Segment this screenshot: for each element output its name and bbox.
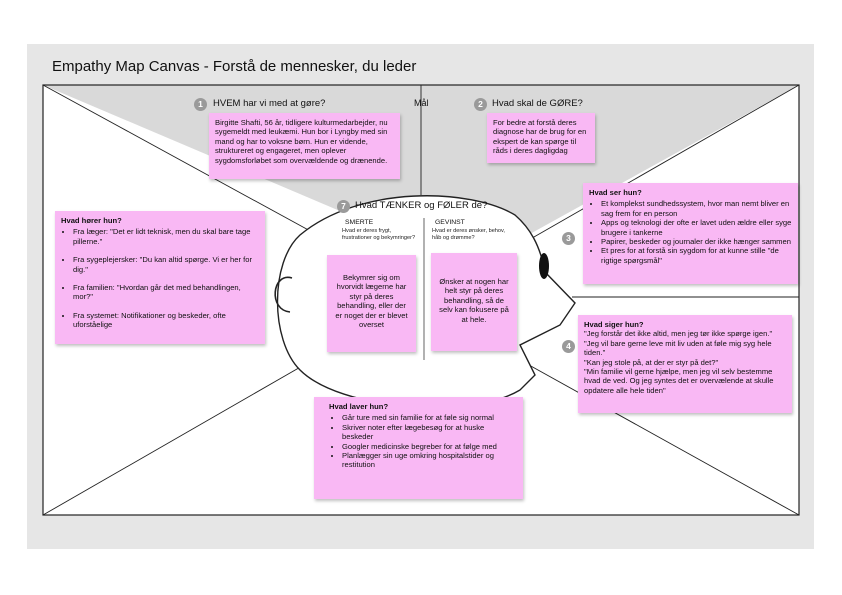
ear-shape <box>274 276 293 313</box>
see-note[interactable]: Hvad ser hun? Et komplekst sundhedssyste… <box>583 183 798 284</box>
list-item: Fra læger: "Det er lidt teknisk, men du … <box>73 227 259 246</box>
who-note-text: Birgitte Shafti, 56 år, tidligere kultur… <box>215 118 388 165</box>
diagonal-top-left <box>42 84 346 251</box>
gain-title: GEVINST <box>435 219 465 226</box>
hear-note[interactable]: Hvad hører hun? Fra læger: "Det er lidt … <box>55 211 265 344</box>
who-note[interactable]: Birgitte Shafti, 56 år, tidligere kultur… <box>209 113 400 179</box>
hear-list: Fra læger: "Det er lidt teknisk, men du … <box>61 227 259 329</box>
list-item: Apps og teknologi der ofte er lavet uden… <box>601 218 792 237</box>
does-heading: Hvad laver hun? <box>329 402 389 411</box>
section-number-badge: 7 <box>337 200 350 213</box>
hear-heading: Hvad hører hun? <box>61 216 122 225</box>
pain-title: SMERTE <box>345 219 374 226</box>
gain-note-text: Ønsker at nogen har helt styr på deres b… <box>439 277 509 324</box>
say-note[interactable]: Hvad siger hun? "Jeg forstår det ikke al… <box>578 315 792 413</box>
pain-note-text: Bekymrer sig om hvorvidt lægerne har sty… <box>335 273 408 330</box>
list-item: Et komplekst sundhedssystem, hvor man ne… <box>601 199 792 218</box>
goal-label: Mål <box>414 98 429 108</box>
who-heading: HVEM har vi med at gøre? <box>213 98 326 109</box>
diagonal-top-right <box>519 84 800 246</box>
do-note-text: For bedre at forstå deres diagnose har d… <box>493 118 587 156</box>
list-item: Fra familien: "Hvordan går det med behan… <box>73 283 259 302</box>
list-item: Googler medicinske begreber for at følge… <box>342 442 517 451</box>
pain-note[interactable]: Bekymrer sig om hvorvidt lægerne har sty… <box>327 255 416 352</box>
quote-line: "Jeg forstår det ikke altid, men jeg tør… <box>584 329 773 339</box>
diagonal-bottom-right <box>519 359 800 516</box>
see-heading: Hvad ser hun? <box>589 188 642 197</box>
diagonal-bottom-left <box>42 349 331 516</box>
section-number-badge: 2 <box>474 98 487 111</box>
list-item: Et pres for at forstå sin sygdom for at … <box>601 246 792 265</box>
gain-note[interactable]: Ønsker at nogen har helt styr på deres b… <box>431 253 517 351</box>
does-note[interactable]: Hvad laver hun? Går ture med sin familie… <box>314 397 523 499</box>
list-item: Planlægger sin uge omkring hospitalstide… <box>342 451 517 470</box>
does-list: Går ture med sin familie for at føle sig… <box>320 413 517 469</box>
list-item: Fra sygeplejersker: "Du kan altid spørge… <box>73 255 259 274</box>
say-heading: Hvad siger hun? <box>584 320 644 329</box>
section-number-badge: 1 <box>194 98 207 111</box>
section-number-badge: 4 <box>562 340 575 353</box>
eye-shape <box>539 253 549 279</box>
quote-line: "Min familie vil gerne hjælpe, men jeg v… <box>584 367 774 395</box>
quote-line: "Kan jeg stole på, at der er styr på det… <box>584 357 719 367</box>
list-item: Skriver noter efter lægebesøg for at hus… <box>342 423 517 442</box>
page-title: Empathy Map Canvas - Forstå de mennesker… <box>52 58 417 75</box>
list-item: Fra systemet: Notifikationer og beskeder… <box>73 311 259 330</box>
see-list: Et komplekst sundhedssystem, hvor man ne… <box>589 199 792 265</box>
gain-subtitle: Hvad er deres ønsker, behov, håb og drøm… <box>432 228 505 241</box>
pain-subtitle: Hvad er deres frygt, frustrationer og be… <box>342 228 416 241</box>
do-heading: Hvad skal de GØRE? <box>492 98 583 109</box>
head-outline <box>276 195 576 409</box>
section-number-badge: 3 <box>562 232 575 245</box>
do-note[interactable]: For bedre at forstå deres diagnose har d… <box>487 113 595 163</box>
think-heading: Hvad TÆNKER og FØLER de? <box>355 200 488 211</box>
quote-line: "Jeg vil bare gerne leve mit liv uden at… <box>584 338 772 358</box>
list-item: Går ture med sin familie for at føle sig… <box>342 413 517 422</box>
list-item: Papirer, beskeder og journaler der ikke … <box>601 237 792 246</box>
